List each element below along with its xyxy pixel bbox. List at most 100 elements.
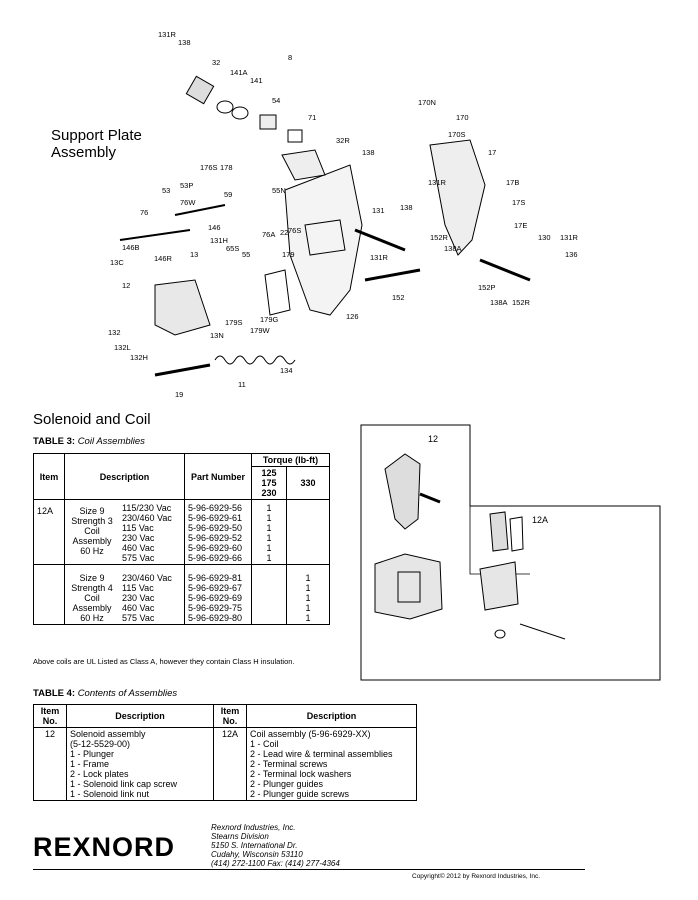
coil-description-line: Size 9 — [79, 506, 105, 516]
part-callout: 13N — [210, 331, 224, 340]
part-callout: 17E — [514, 221, 527, 230]
coil-description-line: 60 Hz — [80, 546, 104, 556]
assembly-content-line: (5-12-5529-00) — [70, 739, 131, 749]
torque-qty: 1 — [266, 513, 272, 523]
assembly-contents-table: Item No. Description Item No. Descriptio… — [33, 704, 417, 801]
coil-figure-label-12: 12 — [428, 434, 439, 444]
solenoid-section-title: Solenoid and Coil — [33, 411, 151, 428]
coil-voltage: 460 Vac — [122, 543, 155, 553]
table4-body-row: 12 Solenoid assembly(5-12-5529-00)1 - Pl… — [33, 727, 417, 801]
assembly-content-line: 2 - Lead wire & terminal assemblies — [250, 749, 393, 759]
table4-header-desc-right: Description — [246, 704, 417, 728]
assembly-content-line: Coil assembly (5-96-6929-XX) — [250, 729, 371, 739]
table4-caption-title: Contents of Assemblies — [77, 688, 178, 699]
assembly-content-line: 2 - Plunger guide screws — [250, 789, 350, 799]
torque-qty: 1 — [305, 573, 311, 583]
part-callout: 8 — [288, 53, 292, 62]
part-callout: 170S — [448, 130, 466, 139]
part-callout: 146 — [208, 223, 221, 232]
assembly-content-line: 2 - Terminal screws — [250, 759, 328, 769]
coil-part-number: 5-96-6929-61 — [188, 513, 243, 523]
coil-voltage: 115/230 Vac — [122, 503, 172, 513]
group2-torque1 — [251, 564, 287, 625]
group1-torque2 — [286, 499, 330, 565]
table4-caption-label: TABLE 4: — [33, 688, 76, 699]
coil-voltage: 230/460 Vac — [122, 573, 172, 583]
part-callout: 13C — [110, 258, 124, 267]
part-callout: 59 — [224, 190, 232, 199]
support-plate-title-line2: Assembly — [51, 144, 117, 161]
part-callout: 141 — [250, 76, 263, 85]
coil-part-number: 5-96-6929-67 — [188, 583, 243, 593]
table4-header-item-no-right: Item No. — [213, 704, 247, 728]
support-plate-title-line1: Support Plate — [51, 127, 142, 144]
part-callout: 54 — [272, 96, 280, 105]
coil-part-number: 5-96-6929-50 — [188, 523, 243, 533]
part-callout: 132H — [130, 353, 148, 362]
assembly-content-line: 1 - Solenoid link nut — [70, 789, 150, 799]
table3-header-description: Description — [64, 453, 185, 500]
part-callout: 132L — [114, 343, 131, 352]
table3-note: Above coils are UL Listed as Class A, ho… — [33, 657, 295, 666]
part-callout: 131R — [370, 253, 389, 262]
coil-voltage: 230/460 Vac — [122, 513, 172, 523]
part-callout: 13 — [190, 250, 198, 259]
coil-assemblies-table: Item Description Part Number Torque (lb-… — [33, 453, 330, 625]
rexnord-logo-text: REXNORD — [33, 832, 176, 862]
part-callout: 131H — [210, 236, 228, 245]
part-callout: 76W — [180, 198, 196, 207]
rexnord-logo: REXNORD — [33, 832, 175, 863]
table4-header-item-no-left: Item No. — [33, 704, 67, 728]
torque-qty: 1 — [266, 523, 272, 533]
torque-qty: 1 — [266, 533, 272, 543]
coil-figure: 12 12A — [360, 424, 664, 682]
part-callout: 32 — [212, 58, 220, 67]
part-callout: 179G — [260, 315, 279, 324]
table3-caption-title: Coil Assemblies — [77, 436, 145, 447]
table4-header-row: Item No. Description Item No. Descriptio… — [33, 704, 417, 728]
table3-header-torque-col1: 125 175 230 — [251, 466, 287, 500]
part-callout: 19 — [175, 390, 183, 399]
group1-item: 12A — [33, 499, 65, 565]
item-no-line1: Item — [40, 706, 60, 716]
table4-right-item: 12A — [213, 727, 247, 801]
address-line: Rexnord Industries, Inc. — [211, 823, 296, 832]
part-callout: 146B — [122, 243, 140, 252]
part-callout: 138 — [178, 38, 191, 47]
coil-description-line: Assembly — [72, 536, 112, 546]
torque-qty: 1 — [305, 593, 311, 603]
part-callout: 55N — [272, 186, 286, 195]
part-callout: 126 — [346, 312, 359, 321]
coil-part-number: 5-96-6929-66 — [188, 553, 243, 563]
part-callout: 17S — [512, 198, 525, 207]
part-callout: 152 — [392, 293, 405, 302]
coil-part-number: 5-96-6929-56 — [188, 503, 243, 513]
address-line: Cudahy, Wisconsin 53110 — [211, 850, 303, 859]
torque-col1-c: 230 — [261, 488, 277, 498]
torque-qty: 1 — [266, 553, 272, 563]
coil-part-number: 5-96-6929-81 — [188, 573, 243, 583]
coil-voltage: 575 Vac — [122, 553, 155, 563]
coil-description-line: Assembly — [72, 603, 112, 613]
coil-figure-drawing — [360, 424, 661, 681]
assembly-content-line: 2 - Plunger guides — [250, 779, 324, 789]
part-callout: 53P — [180, 181, 193, 190]
copyright-text: Copyright© 2012 by Rexnord Industries, I… — [412, 873, 540, 880]
torque-qty: 1 — [266, 543, 272, 553]
table3-header-torque-col2: 330 — [286, 466, 330, 500]
part-callout: 138 — [400, 203, 413, 212]
part-callout: 71 — [308, 113, 316, 122]
assembly-content-line: Solenoid assembly — [70, 729, 146, 739]
part-callout: 138A — [490, 298, 508, 307]
part-callout: 170 — [456, 113, 469, 122]
coil-description-line: Size 9 — [79, 573, 105, 583]
item-no-line2: No. — [42, 716, 58, 726]
item-no-line2-r: No. — [222, 716, 238, 726]
part-callout: 12 — [122, 281, 130, 290]
